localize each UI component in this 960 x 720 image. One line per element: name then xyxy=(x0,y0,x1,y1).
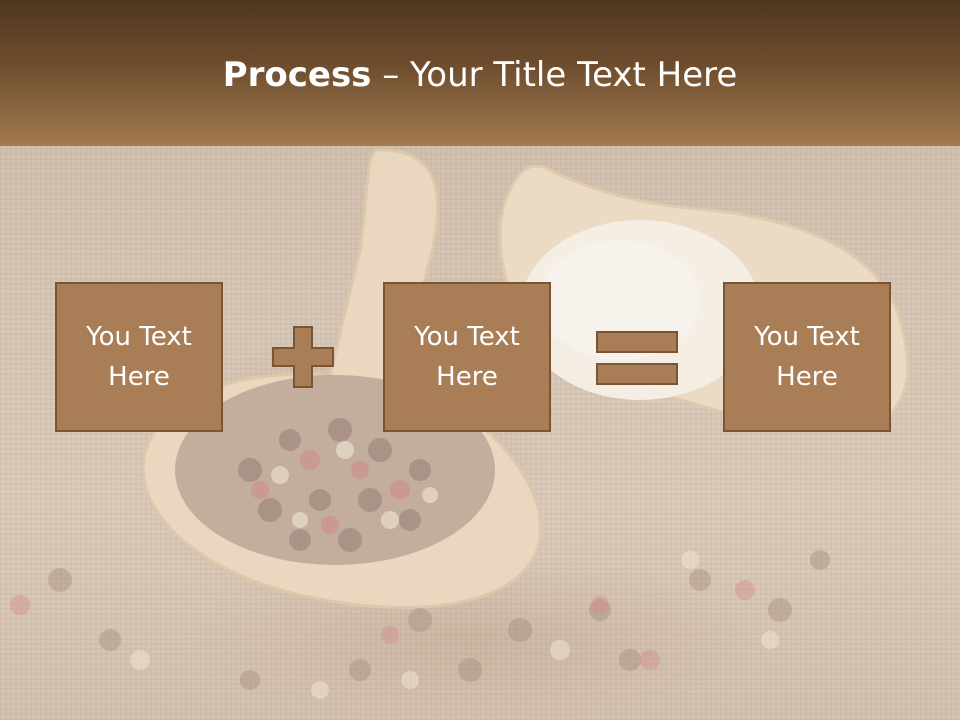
plus-icon xyxy=(272,326,334,388)
process-box-1-line1: You Text xyxy=(86,322,192,352)
slide-title: Process – Your Title Text Here xyxy=(0,53,960,97)
process-box-3-line1: You Text xyxy=(754,322,860,352)
title-bold: Process xyxy=(222,55,372,95)
process-box-3: You Text Here xyxy=(723,282,891,432)
process-box-1: You Text Here xyxy=(55,282,223,432)
title-rest: – Your Title Text Here xyxy=(371,55,738,95)
title-banner: Process – Your Title Text Here xyxy=(0,0,960,146)
equals-icon xyxy=(596,331,678,385)
process-box-3-line2: Here xyxy=(776,362,838,392)
process-box-2-line1: You Text xyxy=(414,322,520,352)
process-box-1-line2: Here xyxy=(108,362,170,392)
scattered-peppercorns xyxy=(10,550,830,699)
process-box-2-line2: Here xyxy=(436,362,498,392)
process-box-2: You Text Here xyxy=(383,282,551,432)
